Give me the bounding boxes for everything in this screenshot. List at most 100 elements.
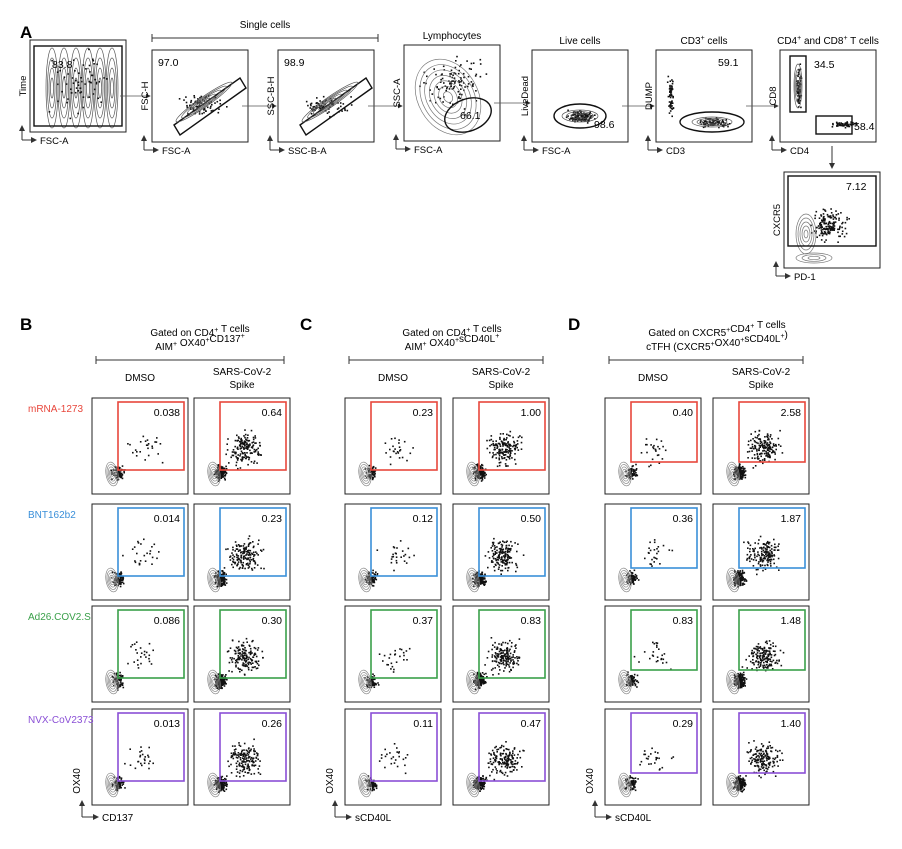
event-dot: [235, 659, 237, 662]
event-dot: [494, 558, 497, 560]
event-dot: [521, 436, 523, 439]
event-dot: [501, 457, 503, 460]
event-dot: [239, 764, 241, 767]
event-dot: [242, 456, 244, 459]
event-dot: [508, 550, 510, 553]
event-dot: [244, 661, 247, 663]
event-dot: [481, 467, 483, 469]
event-dot: [236, 757, 239, 759]
plot-b-4-dmso: 0.013: [91, 708, 189, 806]
event-dot: [482, 683, 485, 685]
plot-c-2-dmso: 0.12: [344, 503, 442, 601]
event-dot: [155, 441, 158, 443]
event-dot: [373, 686, 376, 688]
event-dot: [402, 651, 405, 654]
event-dot: [257, 447, 259, 450]
event-dot: [494, 746, 496, 749]
event-dot: [317, 102, 319, 105]
event-dot: [113, 672, 116, 675]
event-dot: [509, 652, 512, 655]
event-dot: [837, 241, 839, 243]
event-dot: [477, 583, 480, 586]
event-dot: [490, 754, 493, 756]
event-dot: [92, 58, 94, 61]
event-dot: [576, 113, 579, 115]
event-dot: [499, 752, 502, 755]
event-dot: [365, 472, 368, 474]
event-dot: [631, 578, 633, 580]
event-dot: [140, 652, 143, 654]
event-dot: [144, 756, 146, 758]
event-dot: [706, 122, 708, 125]
event-dot: [755, 441, 758, 444]
event-dot: [230, 456, 232, 459]
event-dot: [116, 479, 119, 481]
event-dot: [495, 440, 497, 442]
event-dot: [477, 788, 480, 791]
event-dot: [139, 755, 141, 758]
event-dot: [827, 229, 829, 231]
event-dot: [241, 762, 243, 765]
event-dot: [462, 82, 465, 84]
contour-line: [575, 114, 585, 118]
event-dot: [248, 456, 251, 459]
event-dot: [633, 569, 636, 572]
event-dot: [475, 100, 478, 102]
gate-ellipse: [679, 111, 745, 133]
event-dot: [509, 452, 512, 455]
event-dot: [500, 561, 503, 563]
event-dot: [198, 111, 201, 113]
event-dot: [251, 640, 253, 643]
event-dot: [652, 447, 655, 450]
plot-b-2-dmso: 0.014: [91, 503, 189, 601]
event-dot: [833, 216, 836, 219]
event-dot: [247, 545, 250, 547]
event-dot: [248, 751, 250, 754]
event-dot: [708, 118, 711, 120]
event-dot: [371, 478, 374, 481]
contour-line: [691, 116, 733, 128]
event-dot: [460, 80, 462, 83]
event-dot: [241, 452, 244, 454]
event-dot: [507, 441, 509, 444]
event-dot: [364, 677, 366, 679]
event-dot: [223, 680, 226, 683]
contour-line: [468, 777, 478, 793]
event-dot: [758, 449, 760, 452]
event-dot: [670, 101, 672, 103]
event-dot: [718, 120, 720, 123]
event-dot: [255, 660, 257, 663]
event-dot: [739, 475, 741, 477]
event-dot: [507, 569, 509, 572]
event-dot: [829, 222, 832, 225]
event-dot: [479, 581, 481, 584]
event-dot: [498, 454, 501, 457]
event-dot: [230, 772, 233, 774]
contour-line: [566, 111, 594, 121]
event-dot: [766, 448, 769, 450]
event-dot: [137, 540, 139, 543]
event-dot: [491, 771, 493, 773]
event-dot: [235, 548, 238, 550]
event-dot: [242, 552, 244, 555]
event-dot: [249, 554, 252, 556]
event-dot: [93, 63, 95, 65]
event-dot: [502, 656, 504, 658]
event-dot: [487, 551, 490, 553]
event-dot: [236, 647, 239, 650]
event-dot: [403, 555, 405, 557]
event-dot: [111, 785, 114, 787]
event-dot: [223, 573, 226, 575]
event-dot: [235, 455, 237, 458]
event-dot: [218, 465, 220, 468]
event-dot: [500, 573, 502, 575]
event-dot: [510, 659, 512, 661]
event-dot: [762, 450, 764, 452]
event-dot: [105, 78, 108, 80]
event-dot: [741, 475, 743, 478]
event-dot: [756, 448, 758, 451]
contour-line: [793, 63, 803, 109]
event-dot: [231, 661, 234, 663]
event-dot: [367, 775, 370, 777]
event-dot: [627, 576, 630, 579]
